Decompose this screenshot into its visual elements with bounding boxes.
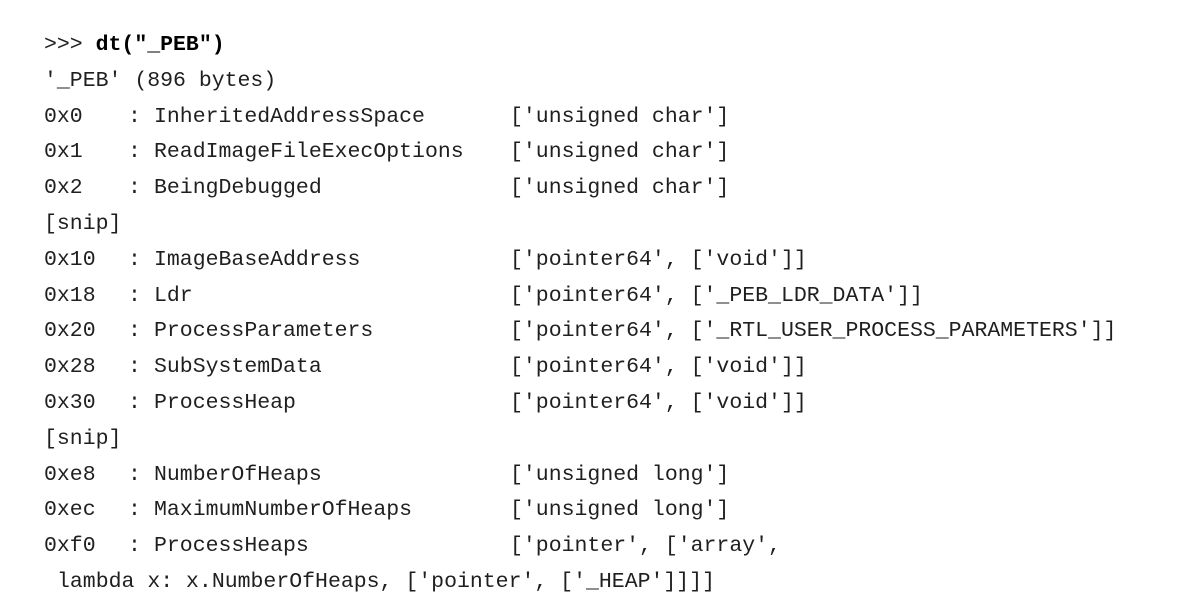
field-separator: : (128, 176, 141, 201)
field-separator: : (128, 140, 141, 165)
field-name: SubSystemData (154, 355, 322, 380)
field-offset: 0x0 (44, 104, 83, 129)
field-separator: : (128, 355, 141, 380)
command-text: dt("_PEB") (95, 33, 225, 57)
field-name: InheritedAddressSpace (154, 104, 425, 129)
field-name: ProcessHeap (154, 390, 296, 415)
field-type: ['unsigned long'] (510, 498, 730, 523)
field-name: Ldr (154, 283, 193, 308)
struct-rows: 0x0: InheritedAddressSpace ['unsigned char… (44, 100, 1116, 601)
field-offset: 0x1 (44, 140, 83, 165)
field-name: ProcessHeaps (154, 534, 309, 559)
prompt-line: >>> dt("_PEB") (44, 28, 1116, 64)
field-offset: 0x10 (44, 247, 96, 272)
field-separator: : (128, 283, 141, 308)
field-separator: : (128, 319, 141, 344)
field-type: ['pointer64', ['void']] (510, 247, 807, 272)
field-type: ['pointer64', ['_RTL_USER_PROCESS_PARAME… (510, 319, 1117, 344)
field-type: ['unsigned char'] (510, 176, 730, 201)
struct-row: 0x28: SubSystemData ['pointer64', ['void']… (44, 350, 1116, 386)
field-type: ['pointer64', ['_PEB_LDR_DATA']] (510, 283, 923, 308)
field-name: MaximumNumberOfHeaps (154, 498, 413, 523)
field-type: ['unsigned long'] (510, 462, 730, 487)
field-separator: : (128, 390, 141, 415)
continuation-line: lambda x: x.NumberOfHeaps, ['pointer', [… (57, 569, 716, 594)
field-offset: 0x18 (44, 283, 96, 308)
struct-header: '_PEB' (896 bytes) (44, 68, 277, 93)
field-offset: 0x30 (44, 390, 96, 415)
field-name: BeingDebugged (154, 176, 322, 201)
field-name: NumberOfHeaps (154, 462, 322, 487)
field-type: ['unsigned char'] (510, 104, 730, 129)
field-type: ['pointer64', ['void']] (510, 355, 807, 380)
field-offset: 0x28 (44, 355, 96, 380)
snip-line: [snip] (44, 426, 122, 451)
field-offset: 0xec (44, 498, 96, 523)
struct-row: 0xe8: NumberOfHeaps ['unsigned long'] (44, 458, 1116, 494)
field-offset: 0xf0 (44, 534, 96, 559)
field-name: ProcessParameters (154, 319, 374, 344)
struct-row: 0x1: ReadImageFileExecOptions ['unsigned c… (44, 135, 1116, 171)
field-separator: : (128, 498, 141, 523)
struct-row: 0xf0: ProcessHeaps ['pointer', ['array', (44, 529, 1116, 565)
struct-row: 0x2: BeingDebugged ['unsigned char'] (44, 171, 1116, 207)
field-offset: 0x2 (44, 176, 83, 201)
field-separator: : (128, 462, 141, 487)
field-name: ReadImageFileExecOptions (154, 140, 464, 165)
field-separator: : (128, 534, 141, 559)
struct-row: 0x0: InheritedAddressSpace ['unsigned char… (44, 100, 1116, 136)
field-offset: 0xe8 (44, 462, 96, 487)
field-offset: 0x20 (44, 319, 96, 344)
code-listing: >>> dt("_PEB") '_PEB' (896 bytes) 0x0: In… (44, 28, 1116, 601)
field-separator: : (128, 104, 141, 129)
struct-row: 0x30: ProcessHeap ['pointer64', ['void']] (44, 386, 1116, 422)
field-type: ['pointer', ['array', (510, 534, 781, 559)
field-separator: : (128, 247, 141, 272)
field-type: ['unsigned char'] (510, 140, 730, 165)
struct-row: 0x20: ProcessParameters ['pointer64', ['_R… (44, 314, 1116, 350)
prompt-marker: >>> (44, 33, 96, 57)
snip-line: [snip] (44, 211, 122, 236)
struct-row: 0xec: MaximumNumberOfHeaps ['unsigned long… (44, 493, 1116, 529)
field-name: ImageBaseAddress (154, 247, 361, 272)
struct-row: 0x10: ImageBaseAddress ['pointer64', ['voi… (44, 243, 1116, 279)
struct-row: 0x18: Ldr ['pointer64', ['_PEB_LDR_DATA']] (44, 279, 1116, 315)
field-type: ['pointer64', ['void']] (510, 390, 807, 415)
